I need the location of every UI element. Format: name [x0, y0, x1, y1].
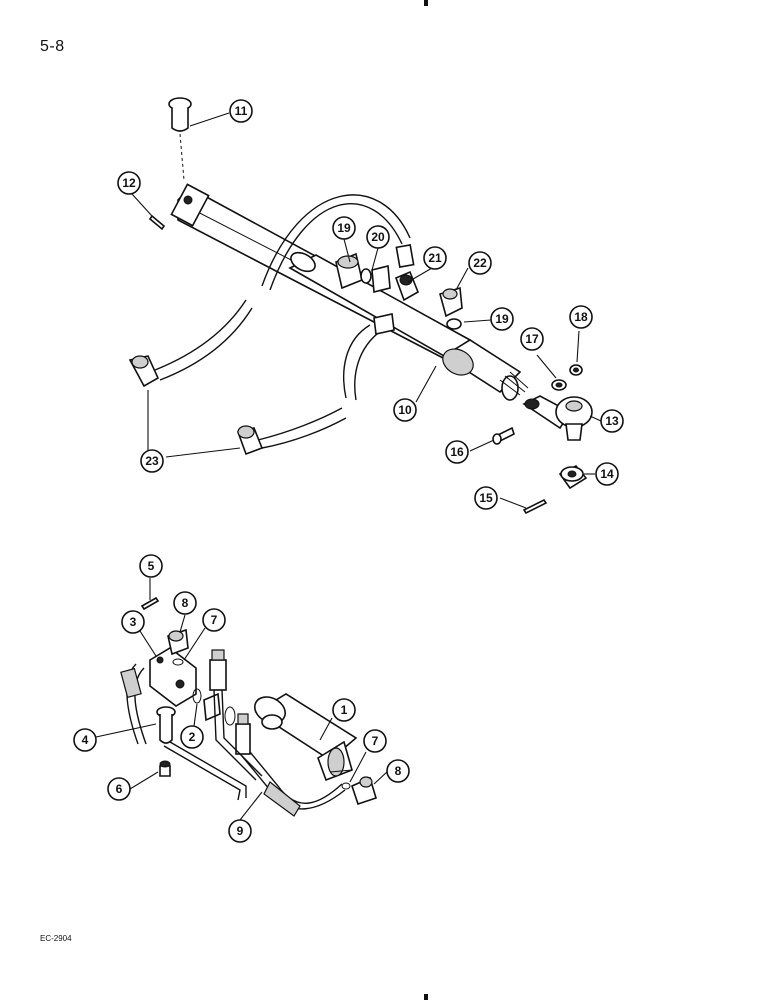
nut-17 [551, 379, 567, 391]
svg-text:19: 19 [337, 221, 351, 235]
bolt-16 [492, 426, 515, 445]
callout-16: 16 [445, 440, 469, 464]
svg-text:8: 8 [182, 596, 189, 610]
svg-text:23: 23 [145, 454, 159, 468]
elbow-fitting-8-upper [167, 628, 189, 656]
pin-11 [168, 97, 192, 181]
callout-22: 22 [468, 251, 492, 275]
page-mark-top [424, 0, 428, 6]
tie-rod-end-13 [522, 395, 593, 441]
callout-1: 1 [332, 698, 356, 722]
callout-13: 13 [600, 409, 624, 433]
pin-4 [156, 706, 176, 744]
elbow-fitting-8-lower [351, 776, 377, 806]
svg-text:20: 20 [371, 230, 385, 244]
callout-10: 10 [393, 398, 417, 422]
callout-8: 8 [173, 591, 197, 615]
callout-2: 2 [180, 725, 204, 749]
svg-text:22: 22 [473, 256, 487, 270]
fittings-upper [335, 252, 463, 335]
callout-6: 6 [107, 777, 131, 801]
callout-9: 9 [228, 819, 252, 843]
svg-text:1: 1 [341, 703, 348, 717]
svg-text:11: 11 [235, 104, 248, 118]
callout-17: 17 [520, 327, 544, 351]
cotter-pin-5 [140, 596, 160, 611]
fittings-lower [203, 649, 251, 755]
callout-5: 5 [139, 554, 163, 578]
callout-12: 12 [117, 171, 141, 195]
callout-19: 19 [332, 216, 356, 240]
lower-cylinder-assembly [120, 596, 377, 817]
page-mark-bottom [424, 994, 428, 1000]
o-ring-7-lower [341, 782, 351, 790]
svg-text:7: 7 [211, 613, 218, 627]
cylinder-1 [253, 693, 358, 782]
svg-text:12: 12 [122, 176, 136, 190]
block-3 [149, 647, 197, 707]
svg-text:8: 8 [395, 764, 402, 778]
svg-text:18: 18 [574, 310, 588, 324]
callout-7: 7 [202, 608, 226, 632]
callout-7-second: 7 [363, 729, 387, 753]
svg-text:21: 21 [428, 251, 442, 265]
svg-text:19: 19 [495, 312, 509, 326]
callout-19-second: 19 [490, 307, 514, 331]
svg-text:6: 6 [116, 782, 123, 796]
upper-steering-cylinder-assembly [128, 97, 593, 515]
callout-8-second: 8 [386, 759, 410, 783]
figure-code: EC-2904 [40, 934, 72, 943]
callout-14: 14 [595, 462, 619, 486]
callout-18: 18 [569, 305, 593, 329]
callouts: 11 12 19 20 21 22 19 17 [73, 99, 624, 843]
leader-lines [95, 112, 602, 821]
grease-fitting-6 [159, 760, 171, 777]
svg-text:4: 4 [82, 733, 89, 747]
svg-text:10: 10 [398, 403, 412, 417]
callout-15: 15 [474, 486, 498, 510]
castle-nut-14 [558, 465, 588, 490]
svg-text:15: 15 [479, 491, 493, 505]
svg-text:5: 5 [148, 559, 155, 573]
o-ring-7-upper [172, 658, 184, 666]
callout-11: 11 [229, 99, 253, 123]
hoses-lower [120, 663, 346, 817]
callout-23: 23 [140, 449, 164, 473]
svg-text:9: 9 [237, 824, 244, 838]
svg-text:13: 13 [605, 414, 619, 428]
svg-text:7: 7 [372, 734, 379, 748]
nut-18 [569, 364, 583, 376]
page-number: 5-8 [40, 38, 65, 55]
svg-text:14: 14 [600, 467, 614, 481]
svg-text:2: 2 [189, 730, 196, 744]
callout-21: 21 [423, 246, 447, 270]
svg-text:16: 16 [450, 445, 464, 459]
cylinder-body-upper [170, 183, 529, 401]
hoses-upper [128, 194, 415, 456]
svg-text:3: 3 [130, 615, 137, 629]
cotter-pin-15 [522, 498, 548, 515]
callout-4: 4 [73, 728, 97, 752]
o-ring-2 [192, 688, 202, 704]
callout-20: 20 [366, 225, 390, 249]
callout-3: 3 [121, 610, 145, 634]
svg-text:17: 17 [525, 332, 539, 346]
cotter-pin-12 [148, 214, 166, 231]
